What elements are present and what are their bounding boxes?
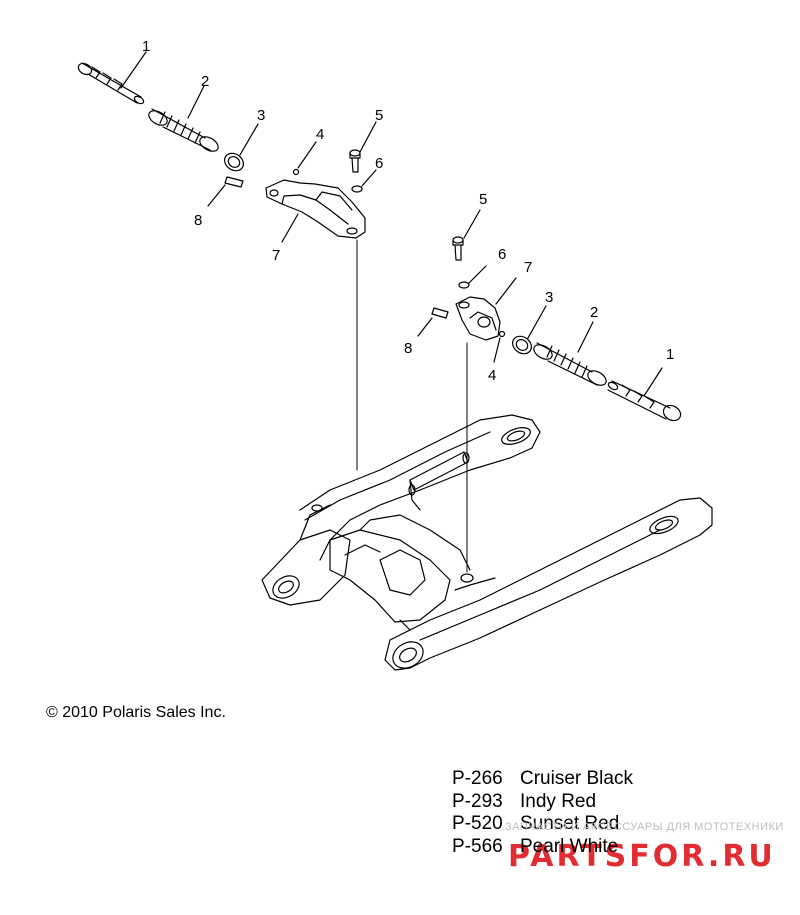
- callout-right-8: 8: [404, 340, 413, 357]
- watermark-logo: PARTSFOR.RU: [508, 839, 776, 874]
- right-part-8-pin: [417, 307, 449, 337]
- right-part-4-ball: [493, 330, 506, 363]
- right-part-5-bolt: [452, 209, 481, 261]
- right-part-3-washer: [512, 305, 547, 355]
- watermark-tagline: ЗАПЧАСТИ И АКСЕССУАРЫ ДЛЯ МОТОТЕХНИКИ: [505, 821, 784, 833]
- callout-left-3: 3: [257, 107, 266, 124]
- color-code: P-293: [452, 790, 503, 812]
- color-name: Pearl White: [520, 835, 619, 857]
- left-part-8-pin: [207, 176, 244, 207]
- callout-right-2: 2: [590, 304, 599, 321]
- callout-left-6: 6: [375, 155, 384, 172]
- callout-left-7: 7: [272, 247, 281, 264]
- right-part-6-washer: [458, 265, 487, 289]
- color-name: Indy Red: [520, 790, 597, 812]
- left-part-1-pin: [77, 51, 147, 105]
- callout-left-4: 4: [316, 126, 325, 143]
- right-part-1-pin: [607, 367, 682, 422]
- color-code: P-566: [452, 835, 503, 857]
- left-part-2-grip: [148, 85, 219, 152]
- left-part-6-washer: [351, 169, 377, 193]
- color-row: P-266 Cruiser Black: [452, 768, 633, 791]
- color-row: P-566 Pearl White: [452, 836, 633, 859]
- callout-right-7: 7: [524, 259, 533, 276]
- callout-left-1: 1: [142, 38, 151, 55]
- left-part-3-washer: [224, 123, 259, 172]
- callout-left-5: 5: [375, 107, 384, 124]
- callout-right-6: 6: [498, 246, 507, 263]
- left-part-5-bolt: [349, 121, 377, 173]
- color-row: P-293 Indy Red: [452, 791, 633, 814]
- callout-right-5: 5: [479, 191, 488, 208]
- color-code: P-520: [452, 813, 503, 834]
- color-name: Cruiser Black: [520, 768, 633, 789]
- swingarm: [261, 414, 713, 671]
- color-code-list: P-266 Cruiser Black P-293 Indy Red P-520 Su…: [452, 768, 633, 858]
- callout-right-1: 1: [666, 346, 675, 363]
- right-part-7-bracket: [455, 277, 517, 341]
- callout-right-4: 4: [488, 367, 497, 384]
- color-row: P-520 Sunset Red: [452, 813, 633, 836]
- color-name: Sunset Red: [520, 813, 620, 834]
- callout-left-8: 8: [194, 212, 203, 229]
- right-part-2-grip: [533, 321, 607, 386]
- copyright-text: © 2010 Polaris Sales Inc.: [46, 704, 226, 721]
- callout-right-3: 3: [545, 289, 554, 306]
- left-part-7-bracket: [265, 179, 366, 243]
- callout-left-2: 2: [201, 73, 210, 90]
- color-code: P-266: [452, 768, 503, 789]
- svg-text:PARTSFOR.RU: PARTSFOR.RU: [508, 839, 776, 874]
- left-part-4-ball: [292, 141, 317, 176]
